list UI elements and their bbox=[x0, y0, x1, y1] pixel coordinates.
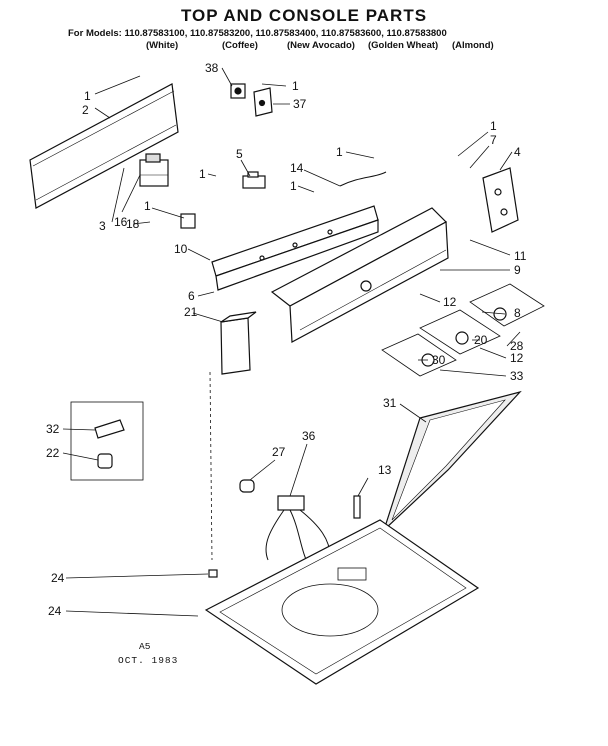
part-hinge-27 bbox=[353, 495, 361, 519]
part-end-bracket bbox=[482, 167, 519, 233]
callout-22: 31 bbox=[383, 396, 397, 410]
part-timer bbox=[139, 153, 169, 187]
callout-16: 1 bbox=[144, 199, 151, 213]
callout-18: 10 bbox=[174, 242, 188, 256]
callout-11: 9 bbox=[514, 263, 521, 277]
callout-1: 1 bbox=[292, 79, 299, 93]
callout-1: 1 bbox=[290, 179, 297, 193]
page-title: TOP AND CONSOLE PARTS bbox=[180, 6, 428, 25]
callout-6: 12 bbox=[443, 295, 457, 309]
part-top-cover bbox=[204, 519, 480, 685]
part-end-cap bbox=[220, 311, 257, 375]
callout-31: 36 bbox=[302, 429, 316, 443]
part-clip-36 bbox=[239, 479, 255, 493]
callout-1: 1 bbox=[199, 167, 206, 181]
callout-1: 3 bbox=[99, 219, 106, 233]
callout-24: 24 bbox=[48, 604, 62, 618]
part-lid bbox=[382, 390, 522, 533]
inset-box bbox=[70, 401, 144, 481]
color-label-white: (White) bbox=[146, 40, 179, 51]
callout-32: 22 bbox=[46, 446, 60, 460]
callout-36: 27 bbox=[272, 445, 286, 459]
callout-7: 7 bbox=[490, 133, 497, 147]
color-label-coffee: (Coffee) bbox=[222, 40, 258, 51]
callout-27: 13 bbox=[378, 463, 392, 477]
callout-37: 37 bbox=[293, 97, 307, 111]
callout-12: 8 bbox=[514, 306, 521, 320]
color-label-new-avocado: (New Avocado) bbox=[287, 40, 355, 51]
callout-14: 14 bbox=[290, 161, 304, 175]
callout-28: 20 bbox=[474, 333, 488, 347]
part-knob-group-20 bbox=[419, 309, 501, 355]
color-label-golden-wheat: (Golden Wheat) bbox=[368, 40, 439, 51]
callout-1: 18 bbox=[126, 217, 140, 231]
callout-1: 1 bbox=[84, 89, 91, 103]
callout-38: 38 bbox=[205, 61, 219, 75]
callout-labels: 1 2 38 1 37 1 7 4 5 1 14 1 1 3 16 1 18 1… bbox=[46, 61, 527, 618]
part-wire-14 bbox=[339, 171, 387, 187]
callout-9: 6 bbox=[188, 289, 195, 303]
part-bracket-37 bbox=[253, 87, 273, 117]
callout-4: 4 bbox=[514, 145, 521, 159]
callout-20: 12 bbox=[510, 351, 524, 365]
part-switch-38 bbox=[230, 83, 246, 99]
part-control-panel bbox=[211, 205, 379, 291]
part-wiring-harness bbox=[265, 495, 331, 569]
part-rear-panel bbox=[29, 83, 179, 209]
part-grommet-13 bbox=[208, 569, 218, 578]
revision-date: OCT. 1983 bbox=[118, 655, 179, 666]
part-knob-group-21 bbox=[469, 283, 545, 327]
callout-13: 24 bbox=[51, 571, 65, 585]
page-code: A5 bbox=[139, 641, 151, 652]
models-line: For Models: 110.87583100, 110.87583200, … bbox=[68, 28, 447, 39]
callout-5: 5 bbox=[236, 147, 243, 161]
callout-2: 2 bbox=[82, 103, 89, 117]
callout-30: 33 bbox=[510, 369, 524, 383]
callout-10: 11 bbox=[514, 249, 527, 263]
callout-33: 32 bbox=[46, 422, 60, 436]
part-switch-16 bbox=[180, 213, 196, 229]
part-switch-5 bbox=[242, 171, 266, 189]
part-clip-32 bbox=[97, 453, 113, 469]
callout-1: 1 bbox=[336, 145, 343, 159]
callout-12: 30 bbox=[432, 353, 446, 367]
callout-8: 21 bbox=[184, 305, 198, 319]
part-console-housing bbox=[270, 207, 449, 343]
callout-1: 1 bbox=[490, 119, 497, 133]
callout-21: 28 bbox=[510, 339, 524, 353]
color-label-almond: (Almond) bbox=[452, 40, 494, 51]
part-switch-33 bbox=[94, 419, 125, 439]
callout-3: 16 bbox=[114, 215, 128, 229]
